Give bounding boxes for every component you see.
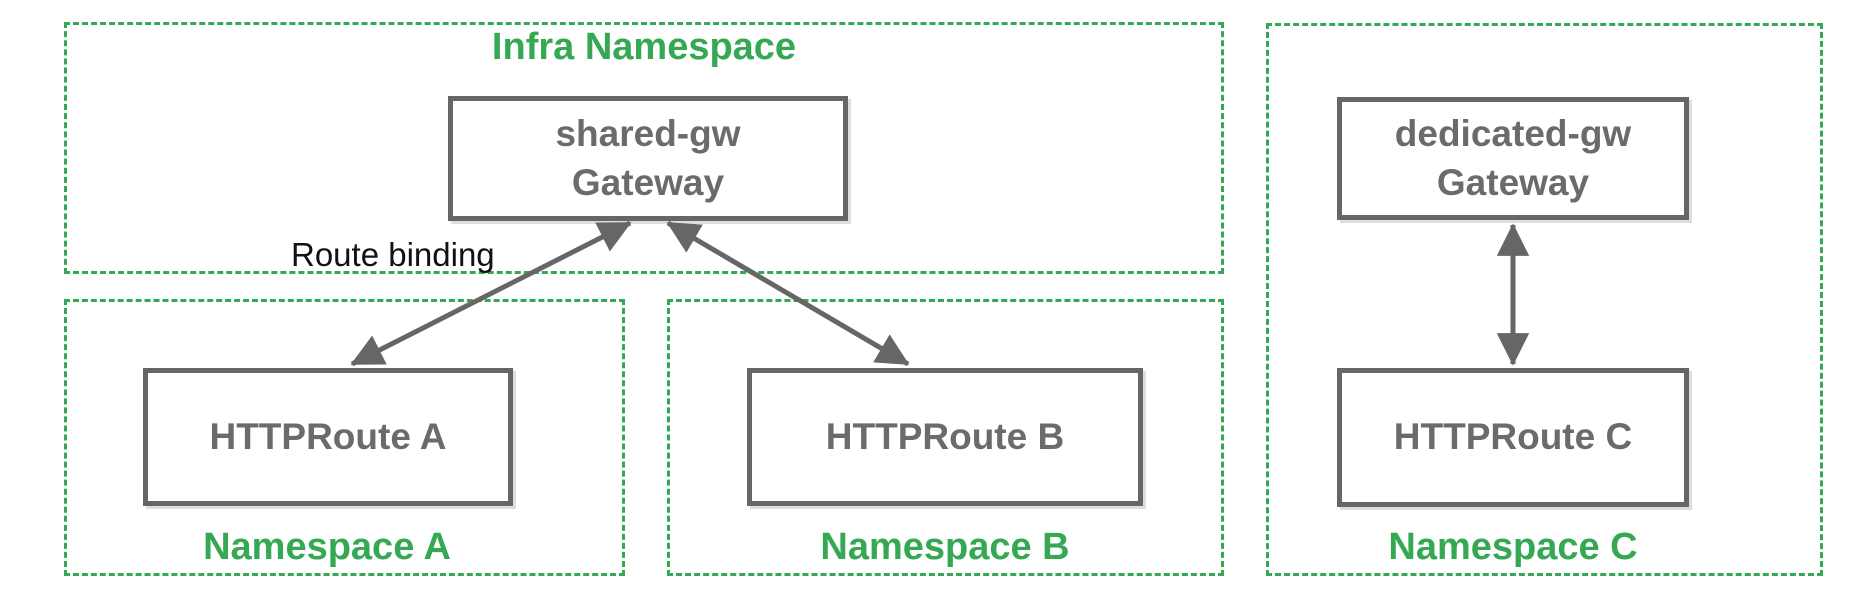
- httproute-a-node: HTTPRoute A: [143, 368, 513, 506]
- shared-gw-gateway-node: shared-gw Gateway: [448, 96, 848, 221]
- namespace-a-boundary: [64, 299, 625, 576]
- shared-gw-gateway-name: shared-gw: [555, 113, 741, 155]
- shared-gw-gateway-kind: Gateway: [571, 161, 725, 203]
- namespace-c-label: Namespace C: [1388, 526, 1638, 568]
- httproute-a-name: HTTPRoute A: [209, 415, 447, 457]
- dedicated-gw-gateway-kind: Gateway: [1436, 161, 1590, 203]
- route-binding-annotation: Route binding: [291, 236, 495, 273]
- httproute-c-name: HTTPRoute C: [1393, 416, 1633, 458]
- namespace-b-boundary: [667, 299, 1224, 576]
- httproute-b-name: HTTPRoute B: [825, 415, 1065, 457]
- dedicated-gw-gateway-node: dedicated-gw Gateway: [1337, 97, 1689, 220]
- infra-namespace-boundary: [64, 22, 1224, 274]
- infra-namespace-label: Infra Namespace: [491, 26, 797, 68]
- namespace-b-label: Namespace B: [820, 526, 1070, 568]
- namespace-a-label: Namespace A: [203, 526, 451, 568]
- dedicated-gw-gateway-name: dedicated-gw: [1394, 113, 1632, 155]
- namespace-c-boundary: [1266, 23, 1823, 576]
- httproute-c-node: HTTPRoute C: [1337, 368, 1689, 507]
- httproute-b-node: HTTPRoute B: [747, 368, 1143, 506]
